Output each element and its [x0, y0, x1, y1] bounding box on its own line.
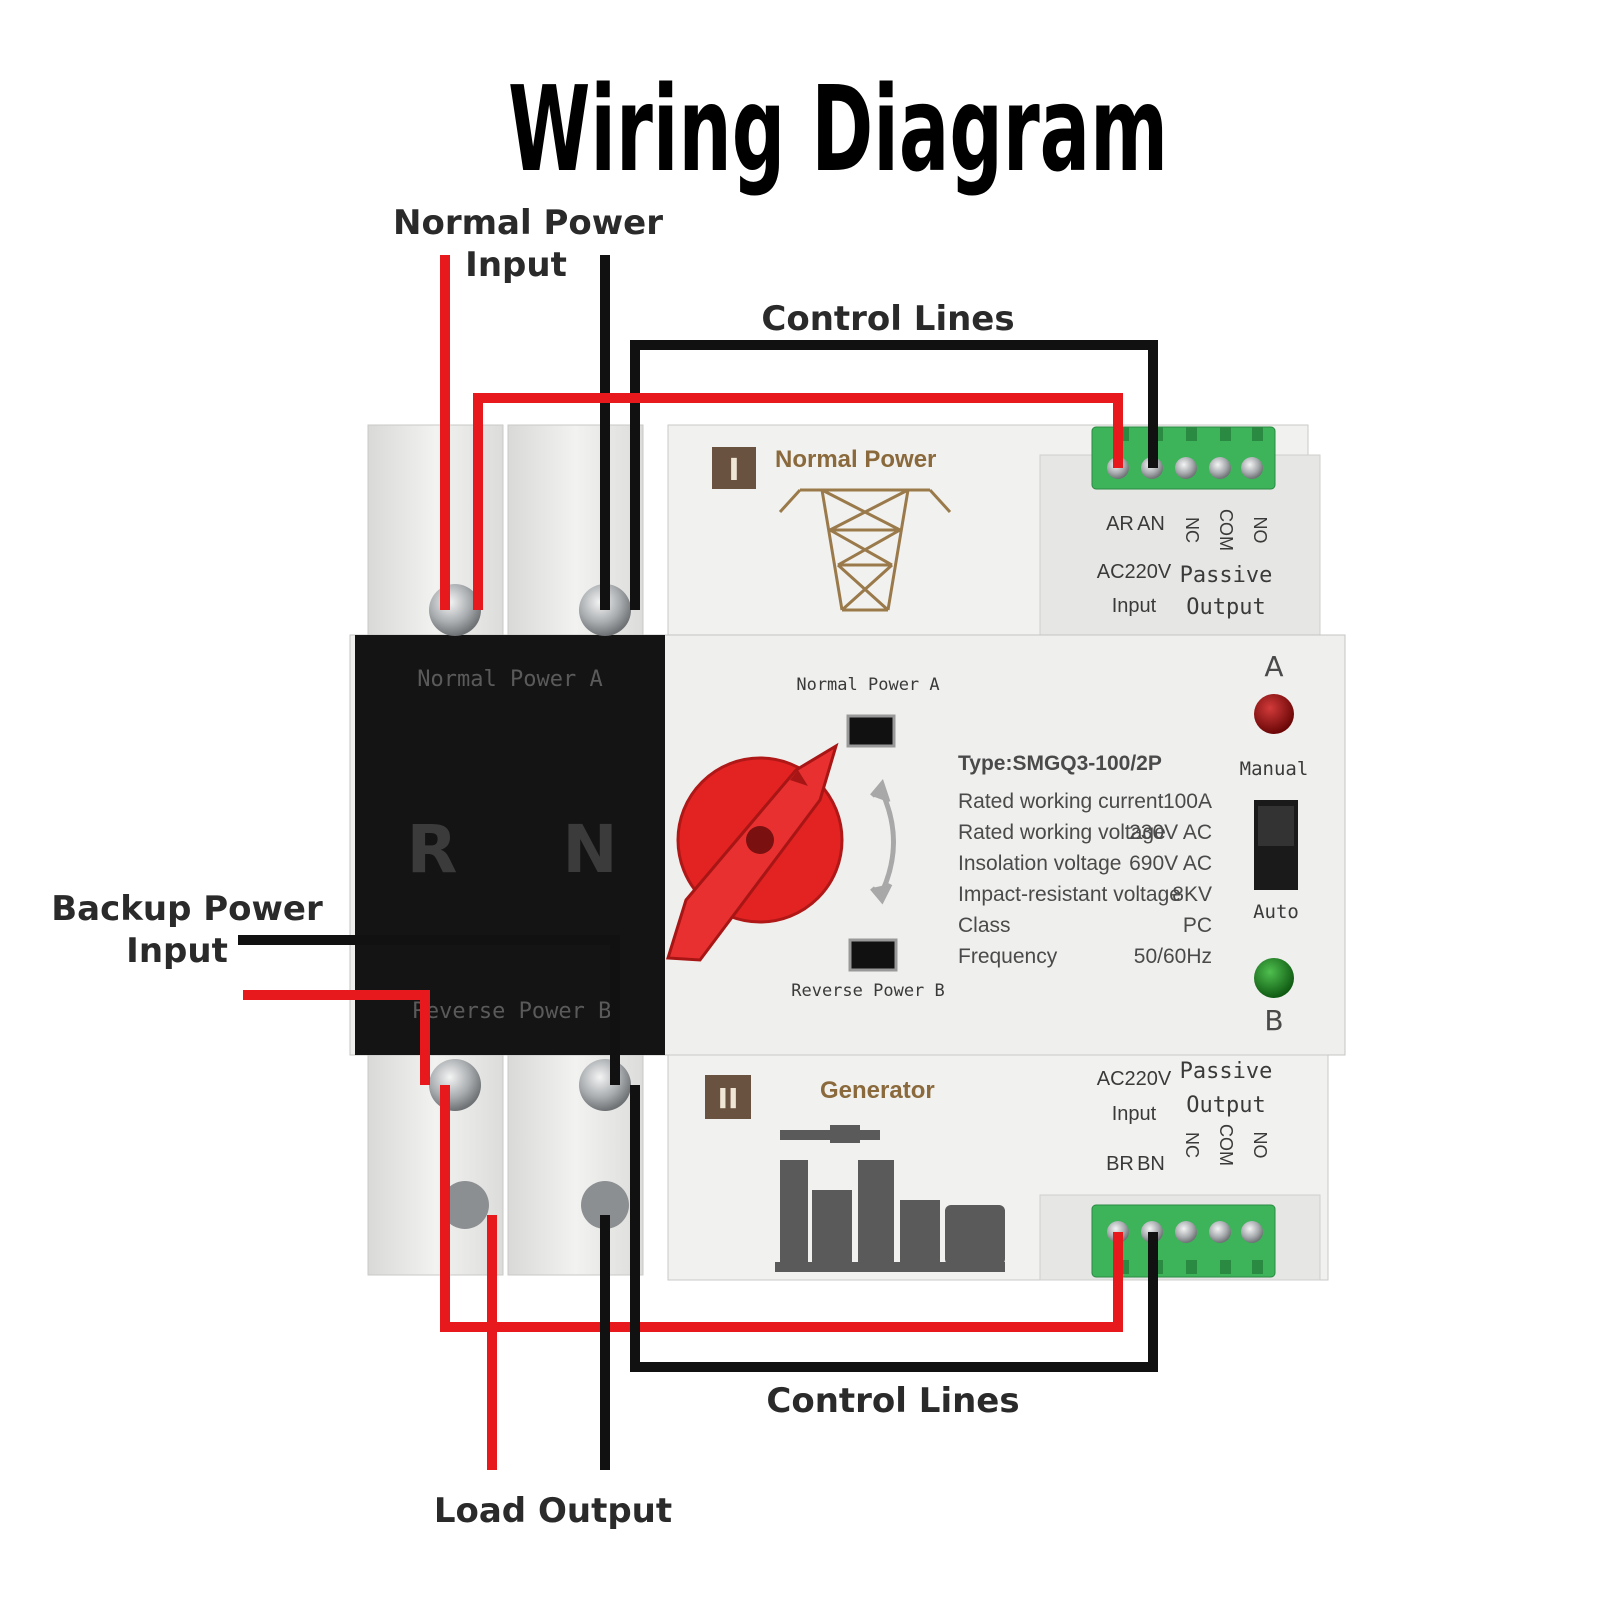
- terminal-screw-com: [1209, 457, 1231, 479]
- auto-label: Auto: [1253, 901, 1299, 923]
- terminal-label-com-bottom: COM: [1216, 1124, 1236, 1166]
- position-window-a: [846, 714, 896, 748]
- spec-value: 230V AC: [1129, 821, 1212, 844]
- module-ii-roman: II: [718, 1082, 739, 1115]
- module-i-name: Normal Power: [775, 446, 936, 473]
- spec-label: Rated working current: [958, 790, 1164, 813]
- manual-label: Manual: [1240, 758, 1309, 780]
- top-input-label-line1: AC220V: [1097, 561, 1172, 583]
- terminal-screw-com: [1209, 1221, 1231, 1243]
- switch-label-normal-power-a: Normal Power A: [796, 675, 939, 695]
- terminal-label-an: AN: [1137, 513, 1165, 535]
- panel-letter-n: N: [562, 811, 617, 888]
- spec-label: Impact-resistant voltage: [958, 883, 1181, 906]
- knob-arrow-icon: [790, 770, 808, 786]
- bottom-input-label-line1: AC220V: [1097, 1068, 1172, 1090]
- callout-control-lines-top: Control Lines: [761, 299, 1014, 339]
- toggle-slider-icon: [1258, 806, 1294, 846]
- spec-table: Rated working current 100A Rated working…: [958, 790, 1212, 968]
- spec-value: 50/60Hz: [1134, 945, 1212, 968]
- top-input-label-line2: Input: [1112, 595, 1157, 617]
- spec-label: Rated working voltage: [958, 821, 1166, 844]
- ats-device: Normal Power A R N Reverse Power B I Nor…: [349, 424, 1346, 1281]
- indicator-a-label: A: [1264, 650, 1283, 683]
- indicator-b-led-icon: [1254, 958, 1294, 998]
- panel-label-reverse-power-b: Reverse Power B: [413, 999, 612, 1024]
- wire-control-top-black: [630, 340, 1158, 610]
- switch-label-reverse-power-b: Reverse Power B: [791, 981, 945, 1001]
- spec-label: Class: [958, 914, 1011, 937]
- screw-icon: [581, 1181, 629, 1229]
- terminal-label-nc-bottom: NC: [1182, 1132, 1202, 1158]
- panel-label-normal-power-a: Normal Power A: [417, 667, 602, 692]
- wire-control-bottom-red: [440, 1085, 1123, 1332]
- bottom-output-label-line2: Output: [1186, 1093, 1265, 1118]
- module-ii-badge: [705, 1075, 751, 1119]
- rotation-direction-arrow-icon: [870, 778, 896, 905]
- rotary-switch-knob[interactable]: [666, 742, 844, 962]
- terminal-screw-nc: [1175, 1221, 1197, 1243]
- terminal-label-ar: AR: [1106, 513, 1134, 535]
- indicator-b-label: B: [1264, 1004, 1283, 1037]
- terminal-label-bn: BN: [1137, 1153, 1165, 1175]
- terminal-screw-no: [1241, 1221, 1263, 1243]
- callout-backup-power-input-line1: Backup Power: [51, 889, 323, 929]
- transmission-tower-icon: [778, 488, 952, 612]
- indicator-a-led-icon: [1254, 694, 1294, 734]
- module-i-badge: [712, 447, 756, 489]
- screw-icon: [579, 1059, 631, 1111]
- spec-value: PC: [1183, 914, 1212, 937]
- spec-value: 8KV: [1172, 883, 1212, 906]
- terminal-label-br: BR: [1106, 1153, 1134, 1175]
- spec-value: 690V AC: [1129, 852, 1212, 875]
- callout-control-lines-bottom: Control Lines: [766, 1381, 1019, 1421]
- callout-normal-power-input-line1: Normal Power: [393, 203, 663, 243]
- top-output-label-line2: Output: [1186, 595, 1265, 620]
- module-i-roman: I: [728, 453, 739, 488]
- knob-screw-icon: [746, 826, 774, 854]
- terminal-screw-no: [1241, 457, 1263, 479]
- callout-backup-power-input-line2: Input: [126, 931, 228, 971]
- bottom-output-label-line1: Passive: [1180, 1059, 1273, 1084]
- callout-normal-power-input-line2: Input: [465, 245, 567, 285]
- screw-icon: [429, 1059, 481, 1111]
- bottom-control-terminal-strip: [1091, 1204, 1276, 1278]
- wire-backup-input-black: [238, 935, 620, 1085]
- page-title: Wiring Diagram: [508, 60, 1168, 198]
- top-output-label-line1: Passive: [1180, 563, 1273, 588]
- terminal-label-com: COM: [1216, 509, 1236, 551]
- wire-control-top-red: [473, 393, 1123, 610]
- spec-value: 100A: [1163, 790, 1212, 813]
- spec-label: Frequency: [958, 945, 1058, 968]
- terminal-label-no-bottom: NO: [1250, 1132, 1270, 1159]
- callout-load-output: Load Output: [434, 1491, 672, 1531]
- wire-control-bottom-black: [630, 1085, 1158, 1372]
- spec-label: Insolation voltage: [958, 852, 1121, 875]
- terminal-label-nc: NC: [1182, 517, 1202, 543]
- generator-icon: [775, 1125, 1005, 1272]
- terminal-label-no: NO: [1250, 517, 1270, 544]
- position-window-b: [848, 938, 898, 972]
- screw-icon: [441, 1181, 489, 1229]
- bottom-input-label-line2: Input: [1112, 1103, 1157, 1125]
- wires: [238, 255, 1158, 1470]
- module-ii-name: Generator: [820, 1077, 935, 1104]
- terminal-screw-nc: [1175, 457, 1197, 479]
- spec-type: Type:SMGQ3-100/2P: [958, 752, 1162, 775]
- wire-backup-input-red: [243, 990, 430, 1085]
- panel-letter-r: R: [407, 811, 458, 888]
